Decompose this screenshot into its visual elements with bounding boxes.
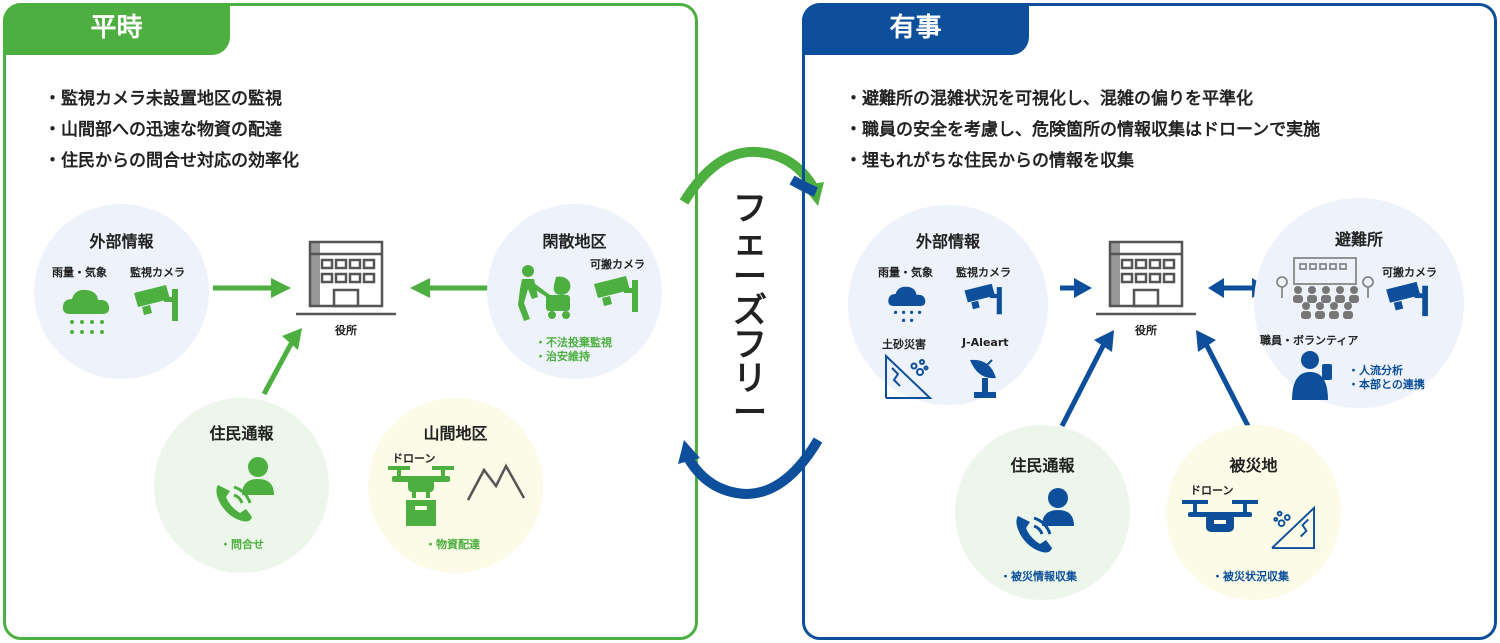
portable-camera-icon (594, 276, 638, 312)
sparse-note-1: ・不法投棄監視 (535, 336, 612, 349)
office-building-icon (1096, 240, 1196, 316)
goal-item: ・埋もれがちな住民からの情報を収集 (845, 151, 1134, 171)
rain-label: 雨量・気象 (52, 266, 107, 279)
drone-label: ドローン (1190, 484, 1234, 497)
landslide-icon (885, 353, 933, 399)
emergency-goals: ・避難所の混雑状況を可視化し、混雑の偏りを平準化 ・職員の安全を考慮し、危険箇所… (845, 84, 1320, 177)
portable-camera-label: 可搬カメラ (1382, 266, 1437, 279)
normal-time-tab: 平時 (3, 3, 230, 55)
mountain-district-title: 山間地区 (423, 424, 488, 443)
shelter-circle (1254, 198, 1464, 408)
disaster-note: ・被災状況収集 (1212, 570, 1289, 583)
office-building-icon (296, 240, 396, 316)
external-info-circle (34, 204, 209, 379)
arrow-external-to-office (1060, 278, 1092, 298)
phase-free-label: フェーズフリー (733, 189, 767, 433)
drone-label: ドローン (392, 452, 436, 465)
portable-camera-label: 可搬カメラ (590, 258, 645, 271)
landslide-label: 土砂災害 (882, 338, 926, 351)
phone-call-person-icon (216, 457, 274, 522)
arrow-resident-to-office (261, 328, 302, 396)
drone-delivery-icon (388, 466, 454, 526)
emergency-panel (802, 3, 1497, 640)
rain-cloud-icon (888, 286, 926, 322)
emergency-tab: 有事 (802, 3, 1029, 55)
disaster-area-title: 被災地 (1229, 456, 1278, 475)
resident-report-title: 住民通報 (1010, 456, 1075, 475)
arrow-sparse-to-office (410, 278, 488, 298)
camera-label: 監視カメラ (956, 266, 1011, 279)
mountain-icon (466, 463, 526, 501)
shelter-title: 避難所 (1334, 230, 1383, 249)
mountain-note: ・物資配達 (425, 538, 480, 551)
cycle-arrow-top (679, 146, 824, 206)
resident-note: ・問合せ (220, 538, 264, 551)
arrow-external-to-office (213, 278, 291, 298)
rain-cloud-icon (62, 289, 110, 334)
staff-with-phone-icon (1292, 351, 1332, 400)
office-label: 役所 (335, 324, 357, 337)
portable-camera-icon (1386, 281, 1428, 317)
arrow-disaster-to-office (1196, 330, 1251, 428)
resident-report-circle (154, 398, 329, 573)
drone-icon (1182, 500, 1258, 532)
mountain-district-circle (368, 398, 543, 573)
normal-time-panel (3, 3, 698, 640)
sparse-district-title: 閑散地区 (542, 232, 607, 251)
goal-item: ・避難所の混雑状況を可視化し、混雑の偏りを平準化 (845, 89, 1253, 109)
surveillance-camera-icon (134, 285, 178, 321)
staff-volunteer-label: 職員・ボランティア (1260, 334, 1359, 347)
goal-item: ・監視カメラ未設置地区の監視 (44, 89, 282, 109)
landslide-icon (1271, 505, 1315, 550)
arrow-resident-to-office (1059, 330, 1114, 428)
surveillance-camera-icon (964, 283, 1002, 315)
goal-item: ・住民からの問合せ対応の効率化 (44, 151, 299, 171)
camera-label: 監視カメラ (130, 266, 185, 279)
rain-label: 雨量・気象 (878, 266, 933, 279)
shelter-crowd-icon (1276, 257, 1374, 319)
resident-note: ・被災情報収集 (1000, 570, 1077, 583)
resident-report-title: 住民通報 (209, 424, 274, 443)
resident-report-circle (955, 425, 1130, 600)
jalert-label: J-Aleart (962, 336, 1009, 349)
shelter-note-2: ・本部との連携 (1348, 378, 1425, 391)
external-info-title: 外部情報 (915, 232, 980, 251)
sparse-note-2: ・治安維持 (535, 350, 590, 363)
external-info-title: 外部情報 (89, 232, 154, 251)
office-label: 役所 (1135, 324, 1157, 337)
illegal-dumping-icon (518, 265, 571, 321)
goal-item: ・職員の安全を考慮し、危険箇所の情報収集はドローンで実施 (845, 120, 1321, 140)
external-info-circle (848, 205, 1048, 405)
normal-time-goals: ・監視カメラ未設置地区の監視 ・山間部への迅速な物資の配達 ・住民からの問合せ対… (44, 84, 299, 177)
goal-item: ・山間部への迅速な物資の配達 (44, 120, 282, 140)
shelter-note-1: ・人流分析 (1348, 364, 1403, 377)
phone-call-person-icon (1016, 488, 1074, 553)
cycle-arrow-bottom (678, 437, 823, 500)
satellite-antenna-icon (970, 359, 996, 398)
